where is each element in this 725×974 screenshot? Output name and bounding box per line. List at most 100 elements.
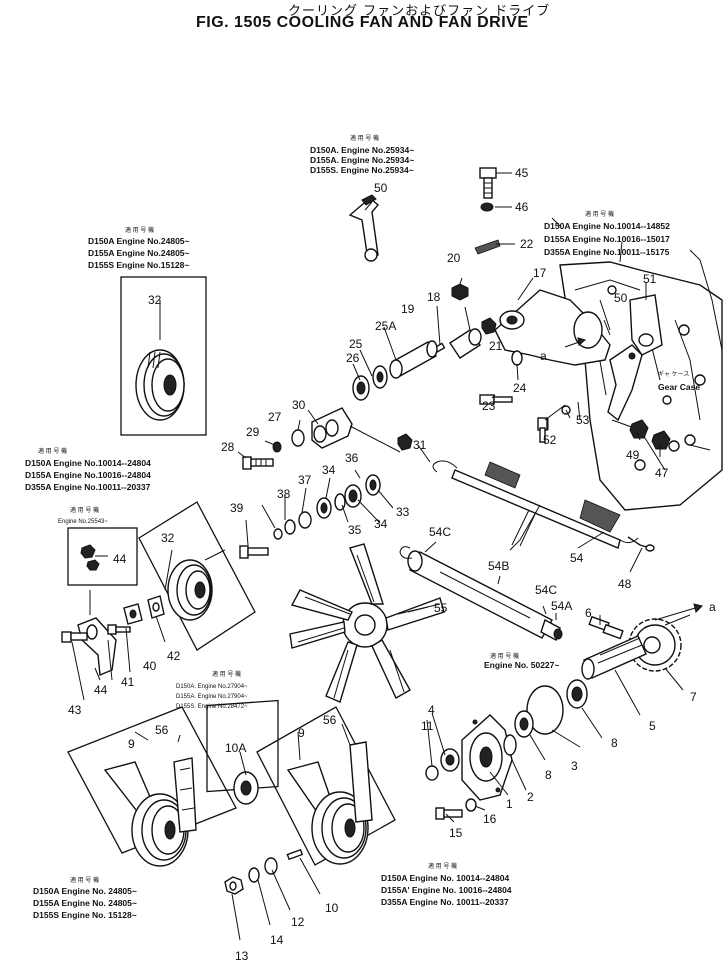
svg-text:D155A Engine No.10016--15017: D155A Engine No.10016--15017 [544, 234, 670, 244]
title-japanese: クーリング ファンおよびファン ドライブ [288, 4, 551, 19]
callout-8: 8 [611, 736, 618, 750]
callout-19: 19 [401, 302, 415, 316]
part-49-nut [629, 419, 649, 439]
part-36-bearing [316, 497, 332, 519]
note-50: 適 用 号 機 D150A. Engine No.25934~ D155A. E… [310, 134, 414, 175]
callout-10: 10 [325, 901, 339, 915]
part-33-bearing [365, 474, 381, 496]
svg-text:Engine No. 50227~: Engine No. 50227~ [484, 660, 559, 670]
callout-43: 43 [68, 703, 82, 717]
svg-text:D355A Engine No.10011--15175: D355A Engine No.10011--15175 [544, 247, 670, 257]
part-27-washer [291, 429, 305, 447]
svg-text:適 用 号 機: 適 用 号 機 [38, 447, 67, 455]
note-32: 適 用 号 機 D150A Engine No.24805~ D155A Eng… [88, 226, 190, 270]
callout-54A: 54A [551, 599, 572, 613]
callout-37: 37 [298, 473, 312, 487]
callout-56-right: 56 [323, 713, 337, 727]
callout-11: 11 [421, 719, 434, 733]
part-53-bracket [607, 344, 643, 422]
part-30-bracket [311, 407, 401, 453]
note-44: 適 用 号 機 Engine No.25543~ [58, 506, 108, 525]
callout-12: 12 [291, 915, 305, 929]
part-43-bolt [61, 631, 88, 643]
svg-text:D355A Engine No. 10011--203: D355A Engine No. 10011--20337 [381, 897, 509, 907]
svg-text:D150A Engine No. 24805~: D150A Engine No. 24805~ [33, 886, 137, 896]
part-15-bolt [435, 807, 463, 820]
part-45-bolt [479, 167, 497, 199]
callout-29: 29 [246, 425, 260, 439]
part-40-nut [123, 603, 143, 625]
part-54-spring-rod [432, 460, 639, 551]
svg-text:D150A Engine No.10014--24: D150A Engine No.10014--24804 [25, 458, 151, 468]
callout-21: 21 [489, 339, 503, 353]
callout-42: 42 [167, 649, 181, 663]
svg-text:D155A Engine No. 24805~: D155A Engine No. 24805~ [33, 898, 137, 908]
callout-51: 51 [643, 272, 657, 286]
callout-31: 31 [413, 438, 427, 452]
note-bottom-left: 適 用 号 機 D150A Engine No. 24805~ D155A En… [33, 876, 137, 920]
callout-17: 17 [533, 266, 547, 280]
inset-box-9-left [67, 706, 237, 867]
part-54A-nut [540, 618, 563, 642]
callout-56-left: 56 [155, 723, 169, 737]
note-mid-left: 適 用 号 機 D150A Engine No.10014--24804 D15… [25, 447, 151, 492]
callout-52: 52 [543, 433, 557, 447]
part-54B-damper [399, 546, 553, 639]
part-38-washer [273, 528, 283, 540]
svg-text:適 用 号 機: 適 用 号 機 [125, 226, 154, 234]
callout-44-inset: 44 [113, 552, 127, 566]
part-51-plate [629, 294, 663, 356]
callout-10A: 10A [225, 741, 246, 755]
svg-text:D150A Engine No.24805~: D150A Engine No.24805~ [88, 236, 190, 246]
callout-3: 3 [571, 759, 578, 773]
svg-text:D155S Engine No.15128~: D155S Engine No.15128~ [88, 260, 189, 270]
callout-26: 26 [346, 351, 360, 365]
part-20-nut [451, 283, 469, 301]
callout-34b: 34 [374, 517, 388, 531]
part-23-bolt [479, 394, 513, 405]
callout-41: 41 [121, 675, 135, 689]
part-48-pin [627, 536, 655, 552]
callout-8b: 8 [545, 768, 552, 782]
part-47-nut [651, 430, 680, 452]
callout-38: 38 [277, 487, 291, 501]
part-3-oring [526, 685, 564, 735]
callout-1: 1 [506, 797, 513, 811]
svg-text:適 用 号 機: 適 用 号 機 [212, 670, 241, 678]
arrow-a-label-gearcase: a [540, 349, 547, 363]
gear-case-label-jp: ギャ ケース [658, 371, 689, 378]
svg-text:D155A Engine No.10016--24: D155A Engine No.10016--24804 [25, 470, 151, 480]
callout-50-top: 50 [374, 181, 388, 195]
callout-39: 39 [230, 501, 244, 515]
callout-46: 46 [515, 200, 529, 214]
callout-55: 55 [434, 601, 448, 615]
part-8-bearing [566, 679, 588, 709]
part-37-washer [298, 511, 312, 529]
callout-4: 4 [428, 703, 435, 717]
arrow-a-right [654, 603, 703, 621]
callout-23: 23 [482, 399, 496, 413]
callout-44: 44 [94, 683, 108, 697]
part-16-washer [465, 798, 477, 812]
part-4-washer [440, 748, 460, 772]
part-25A-shaft [389, 340, 438, 379]
callout-36: 36 [345, 451, 359, 465]
svg-text:適 用 号 機: 適 用 号 機 [490, 652, 519, 660]
part-50-lever-top [348, 194, 379, 262]
part-21-bolt [481, 317, 497, 335]
svg-text:適 用 号 機: 適 用 号 機 [350, 134, 379, 142]
callout-9-left: 9 [128, 737, 135, 751]
callout-34: 34 [322, 463, 336, 477]
callout-14: 14 [270, 933, 284, 947]
part-12-washer [264, 857, 278, 875]
svg-text:適 用 号 機: 適 用 号 機 [585, 210, 614, 218]
inset-box-32-top [120, 276, 207, 436]
part-46-washer [480, 202, 494, 212]
svg-text:D155S. Engine No.28472~: D155S. Engine No.28472~ [176, 704, 248, 710]
svg-text:D155A' Engine No. 10016--248: D155A' Engine No. 10016--24804 [381, 885, 512, 895]
part-29-washer [272, 441, 282, 453]
callout-2: 2 [527, 790, 534, 804]
part-26-bearing [352, 375, 370, 401]
part-52-bolt [537, 404, 566, 443]
